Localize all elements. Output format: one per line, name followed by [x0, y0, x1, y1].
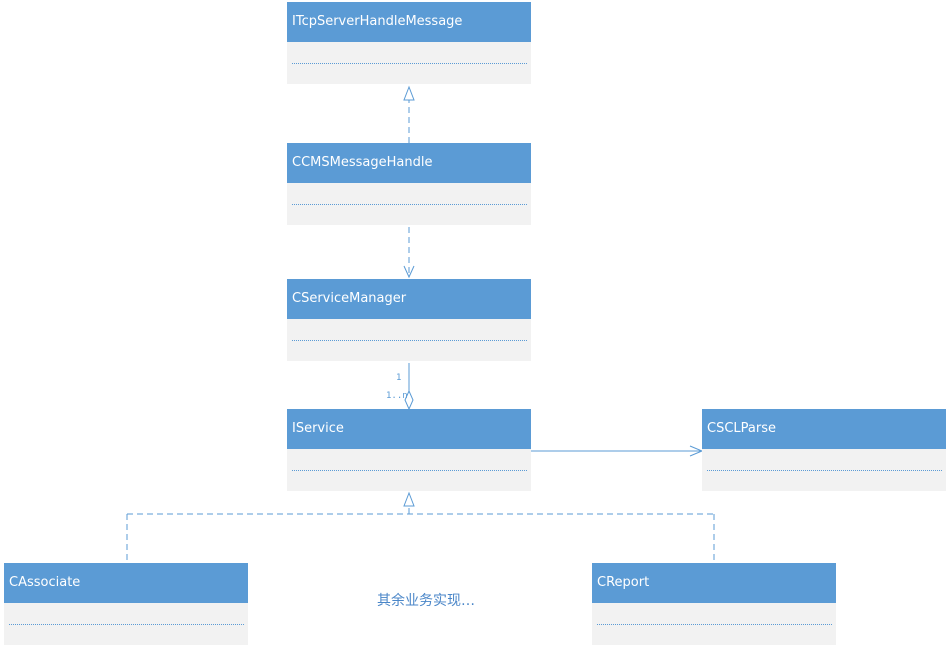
multiplicity-service-end: 1..n [386, 391, 408, 401]
class-members [702, 449, 946, 491]
class-members [4, 603, 248, 645]
realization-ccms-to-itcp [403, 85, 415, 143]
association-iservice-to-csclparse [531, 445, 704, 457]
class-name: CCMSMessageHandle [287, 143, 531, 183]
class-itcpserverhandlemessage[interactable]: ITcpServerHandleMessage [287, 2, 531, 84]
compartment-divider [292, 470, 527, 471]
class-name: IService [287, 409, 531, 449]
class-name: ITcpServerHandleMessage [287, 2, 531, 42]
multiplicity-manager-end: 1 [396, 373, 401, 383]
compartment-divider [597, 624, 832, 625]
compartment-divider [292, 340, 527, 341]
compartment-divider [9, 624, 244, 625]
class-name: CSCLParse [702, 409, 946, 449]
other-implementations-note: 其余业务实现… [377, 593, 475, 609]
class-members [287, 183, 531, 225]
realization-implementations-to-iservice [126, 491, 715, 562]
class-name: CServiceManager [287, 279, 531, 319]
class-name: CAssociate [4, 563, 248, 603]
class-iservice[interactable]: IService [287, 409, 531, 491]
compartment-divider [707, 470, 942, 471]
compartment-divider [292, 204, 527, 205]
class-name: CReport [592, 563, 836, 603]
class-creport[interactable]: CReport [592, 563, 836, 645]
dependency-ccms-to-manager [403, 227, 415, 279]
class-members [287, 449, 531, 491]
class-cassociate[interactable]: CAssociate [4, 563, 248, 645]
class-members [287, 42, 531, 84]
aggregation-manager-to-iservice: 1 1..n [386, 363, 414, 411]
class-cservicemanager[interactable]: CServiceManager [287, 279, 531, 361]
class-ccmsmessagehandle[interactable]: CCMSMessageHandle [287, 143, 531, 225]
class-members [592, 603, 836, 645]
class-members [287, 319, 531, 361]
class-csclparse[interactable]: CSCLParse [702, 409, 946, 491]
compartment-divider [292, 63, 527, 64]
